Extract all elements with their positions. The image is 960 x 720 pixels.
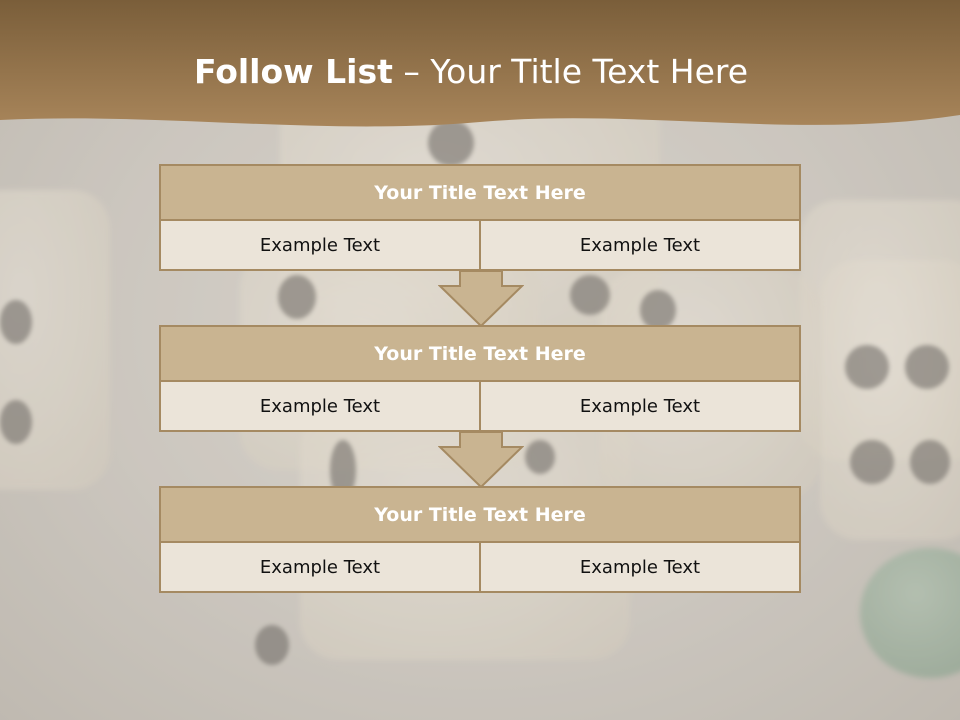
title-banner (0, 0, 960, 127)
block-title: Your Title Text Here (159, 164, 801, 221)
block-title: Your Title Text Here (159, 486, 801, 543)
block-cell-left: Example Text (159, 221, 479, 271)
down-arrow-icon (438, 431, 524, 489)
list-block-1: Your Title Text Here Example Text Exampl… (159, 164, 801, 271)
block-row: Example Text Example Text (159, 543, 801, 593)
down-arrow-icon (438, 270, 524, 328)
block-cell-left: Example Text (159, 382, 479, 432)
block-row: Example Text Example Text (159, 221, 801, 271)
slide-title: Follow List – Your Title Text Here (0, 52, 942, 91)
slide-title-bold: Follow List (193, 52, 393, 91)
block-row: Example Text Example Text (159, 382, 801, 432)
list-block-3: Your Title Text Here Example Text Exampl… (159, 486, 801, 593)
block-cell-left: Example Text (159, 543, 479, 593)
block-cell-right: Example Text (479, 382, 801, 432)
slide-title-rest: – Your Title Text Here (392, 52, 749, 91)
block-title: Your Title Text Here (159, 325, 801, 382)
block-cell-right: Example Text (479, 221, 801, 271)
list-block-2: Your Title Text Here Example Text Exampl… (159, 325, 801, 432)
block-cell-right: Example Text (479, 543, 801, 593)
